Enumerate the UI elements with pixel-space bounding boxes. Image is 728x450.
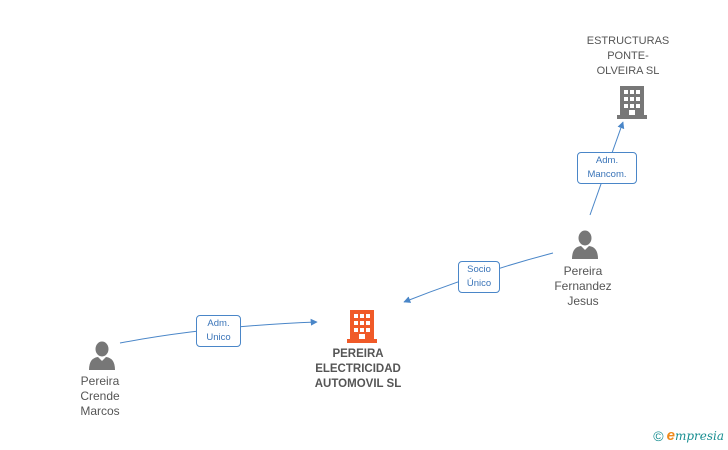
node-label-pereira-electricidad[interactable]: PEREIRA ELECTRICIDAD AUTOMOVIL SL xyxy=(298,347,418,392)
edge-label-adm-mancom[interactable]: Adm. Mancom. xyxy=(577,152,637,184)
node-label-line: ELECTRICIDAD xyxy=(315,363,401,375)
edge-label-line: Adm. xyxy=(207,318,230,329)
building-icon[interactable] xyxy=(616,84,648,120)
node-label-line: Crende xyxy=(80,389,120,403)
footer-brand: © e mpresia xyxy=(653,427,724,444)
node-label-line: Jesus xyxy=(567,294,599,308)
edge-label-adm-unico[interactable]: Adm. Unico xyxy=(196,315,241,347)
brand-logo-initial: e xyxy=(666,427,675,444)
edge-label-line: Mancom. xyxy=(587,169,627,180)
edge-label-line: Único xyxy=(466,278,492,289)
node-label-line: ESTRUCTURAS xyxy=(586,35,670,47)
person-icon[interactable] xyxy=(570,229,600,259)
node-label-line: Marcos xyxy=(80,404,120,418)
edge-label-line: Socio xyxy=(467,264,491,275)
node-label-line: Pereira xyxy=(563,264,603,278)
node-label-line: Fernandez xyxy=(554,279,612,293)
node-label-line: OLVEIRA SL xyxy=(596,65,660,77)
node-label-pereira-fernandez[interactable]: Pereira Fernandez Jesus xyxy=(523,264,643,309)
node-label-estructuras[interactable]: ESTRUCTURAS PONTE- OLVEIRA SL xyxy=(568,34,688,79)
node-label-pereira-crende[interactable]: Pereira Crende Marcos xyxy=(40,374,160,419)
node-label-line: PEREIRA xyxy=(332,348,384,360)
building-main-icon[interactable] xyxy=(346,308,378,344)
node-label-line: Pereira xyxy=(80,374,120,388)
person-icon[interactable] xyxy=(87,340,117,370)
brand-logo-text: mpresia xyxy=(674,428,724,443)
edge-label-line: Unico xyxy=(206,332,231,343)
edge-label-line: Adm. xyxy=(595,155,619,166)
edge-label-socio-unico[interactable]: Socio Único xyxy=(458,261,500,293)
node-label-line: AUTOMOVIL SL xyxy=(314,378,402,390)
copyright-symbol: © xyxy=(653,427,664,444)
node-label-line: PONTE- xyxy=(607,50,649,62)
